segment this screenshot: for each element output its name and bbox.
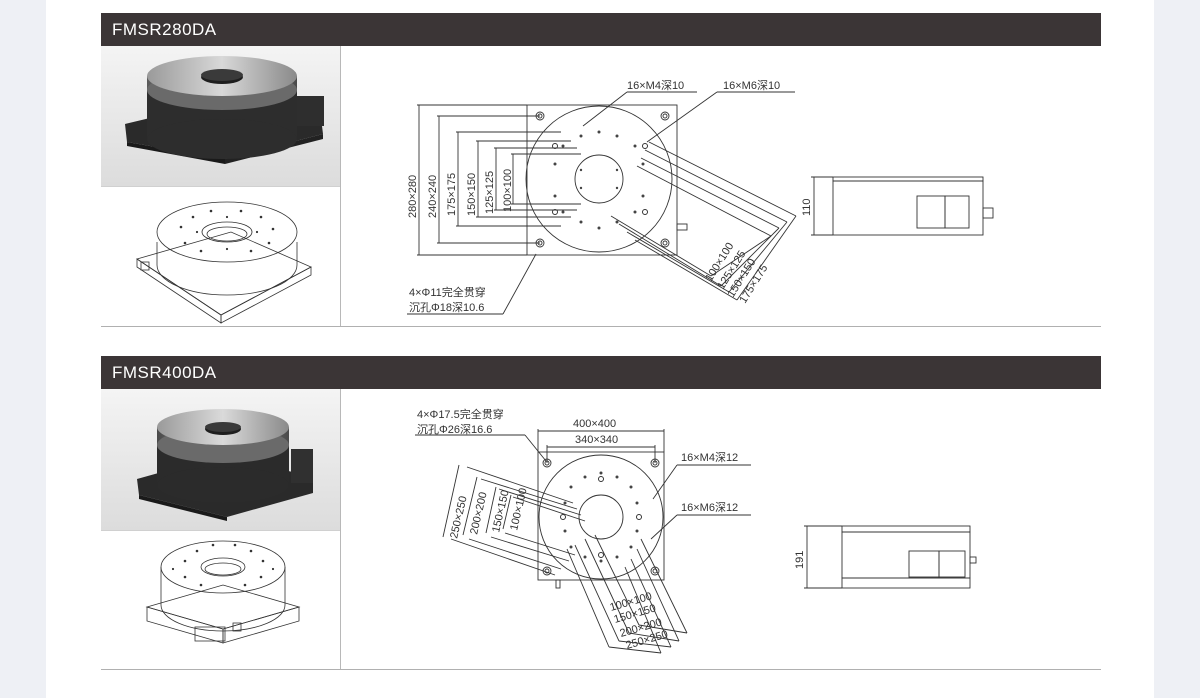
dim-400: 400×400 [573,418,616,430]
dim-125: 125×125 [484,171,496,214]
product-section-fmsr280da: FMSR280DA [101,13,1101,328]
product-line-drawing [101,186,340,328]
product-line-drawing [101,530,340,671]
dim-250: 250×250 [448,495,469,540]
dimension-drawing: 16×M4深10 16×M6深10 280×280 240×240 175×17… [407,79,994,315]
m4-thread-label: 16×M4深10 [627,79,684,92]
product-photo [101,46,340,186]
counterbore-label: 沉孔Φ18深10.6 [409,301,484,314]
model-title: FMSR280DA [112,20,217,39]
dim-150: 150×150 [466,173,478,216]
m4-thread-label: 16×M4深12 [681,451,738,464]
dim-100: 100×100 [508,487,529,532]
dim-340: 340×340 [575,434,618,446]
height-label: 191 [794,551,806,569]
product-photo [101,389,340,530]
through-hole-label: 4×Φ17.5完全贯穿 [417,407,504,421]
section-header: FMSR400DA [101,356,1101,389]
section-bottom-rule [101,326,1101,327]
model-title: FMSR400DA [112,363,217,382]
dim-175: 175×175 [446,173,458,216]
through-hole-label: 4×Φ11完全贯穿 [409,285,486,299]
dimension-drawing: 4×Φ17.5完全贯穿 沉孔Φ26深16.6 400×400 340×340 1… [415,407,977,654]
m6-thread-label: 16×M6深12 [681,501,738,514]
section-header: FMSR280DA [101,13,1101,46]
m6-thread-label: 16×M6深10 [723,79,780,92]
product-section-fmsr400da: FMSR400DA [101,356,1101,671]
page: FMSR280DA [46,0,1154,698]
dim-outer: 280×280 [407,175,419,218]
column-divider [340,389,341,670]
section-bottom-rule [101,669,1101,670]
dim-100: 100×100 [502,169,514,212]
column-divider [340,46,341,327]
counterbore-label: 沉孔Φ26深16.6 [417,423,492,436]
dim-240: 240×240 [427,175,439,218]
height-label: 110 [801,198,813,216]
